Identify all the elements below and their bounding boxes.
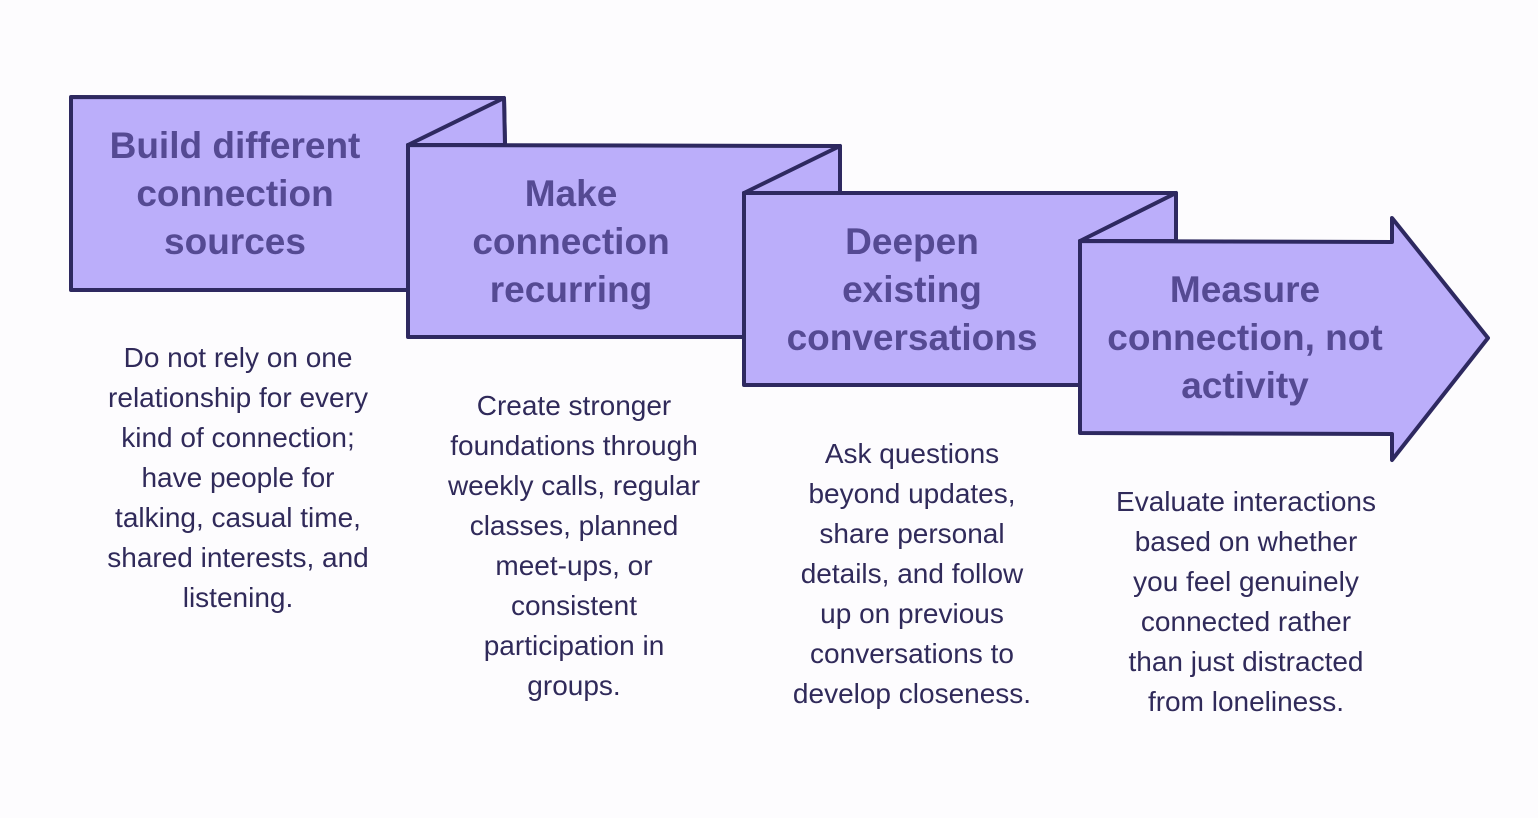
step-3-title: Deepen existing conversations	[786, 221, 1038, 358]
step-3-description: Ask questions beyond updates, share pers…	[792, 438, 1032, 709]
step-4-title: Measure connection, not activity	[1107, 269, 1383, 406]
step-2-title: Make connection recurring	[472, 173, 670, 310]
step-2-description: Create stronger foundations through week…	[447, 390, 701, 701]
step-4-arrow	[1078, 216, 1490, 462]
step-4-description: Evaluate interactions based on whether y…	[1116, 486, 1376, 717]
step-1-title: Build different connection sources	[109, 125, 361, 262]
step-1-description: Do not rely on one relationship for ever…	[107, 342, 369, 613]
